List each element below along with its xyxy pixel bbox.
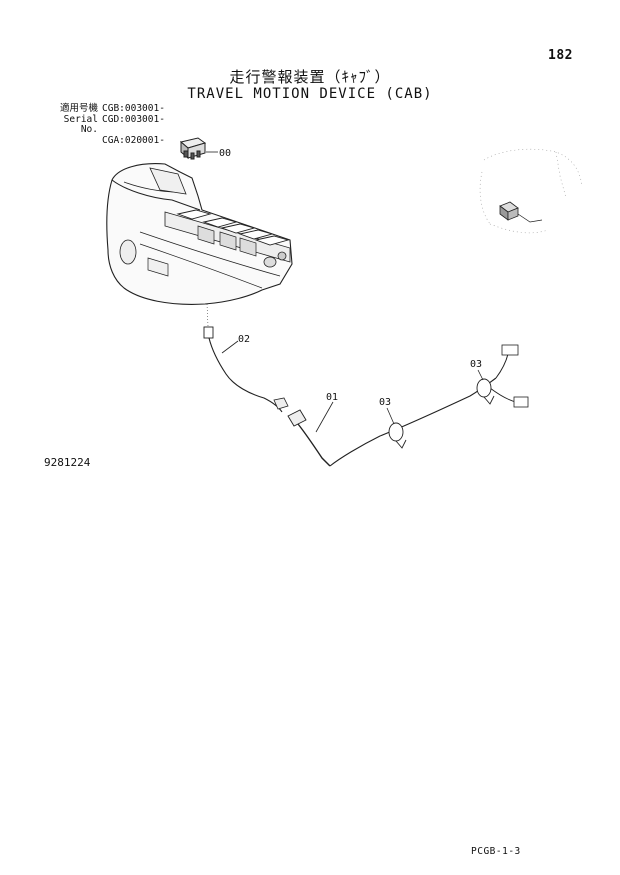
callout-02: 02 (238, 334, 250, 345)
serial-row-3: CGA:020001- (44, 134, 165, 147)
figure-number: 9281224 (44, 456, 91, 469)
locator-view (479, 148, 583, 234)
callout-03-right: 03 (470, 359, 482, 370)
harness-01 (287, 344, 529, 467)
callout-03-middle: 03 (379, 397, 391, 408)
page-title-english: TRAVEL MOTION DEVICE (CAB) (187, 86, 433, 102)
serial-label-japanese: 適用号機 (59, 103, 98, 114)
serial-value: CGD:003001- (102, 113, 165, 125)
locator-highlight (499, 201, 543, 223)
serial-row-2: Serial No. CGD:003001- (44, 113, 165, 136)
serial-row-1: 適用号機 CGB:003001- (44, 103, 165, 115)
leader-line (315, 401, 334, 433)
callout-01: 01 (326, 392, 338, 403)
serial-value: CGB:003001- (102, 103, 165, 114)
page-title-japanese: 走行警報装置（ｷｬﾌﾞ） (229, 68, 391, 86)
footer-code: PCGB-1-3 (471, 846, 521, 857)
serial-value: CGA:020001- (102, 134, 165, 146)
guide-line (206, 303, 209, 327)
callout-00: 00 (219, 148, 231, 159)
clamp-03-middle (388, 422, 407, 449)
clamp-03-right (476, 378, 495, 405)
leader-line (386, 407, 395, 425)
serial-applicability-block: 適用号機 CGB:003001- Serial No. CGD:003001- … (44, 103, 165, 147)
switch-part (179, 137, 207, 160)
leader-line (477, 369, 484, 381)
page-number: 182 (548, 48, 573, 63)
harness-02 (203, 326, 289, 413)
leader-line (221, 340, 239, 354)
cab-console (106, 163, 293, 305)
serial-label-english: Serial No. (63, 113, 98, 135)
